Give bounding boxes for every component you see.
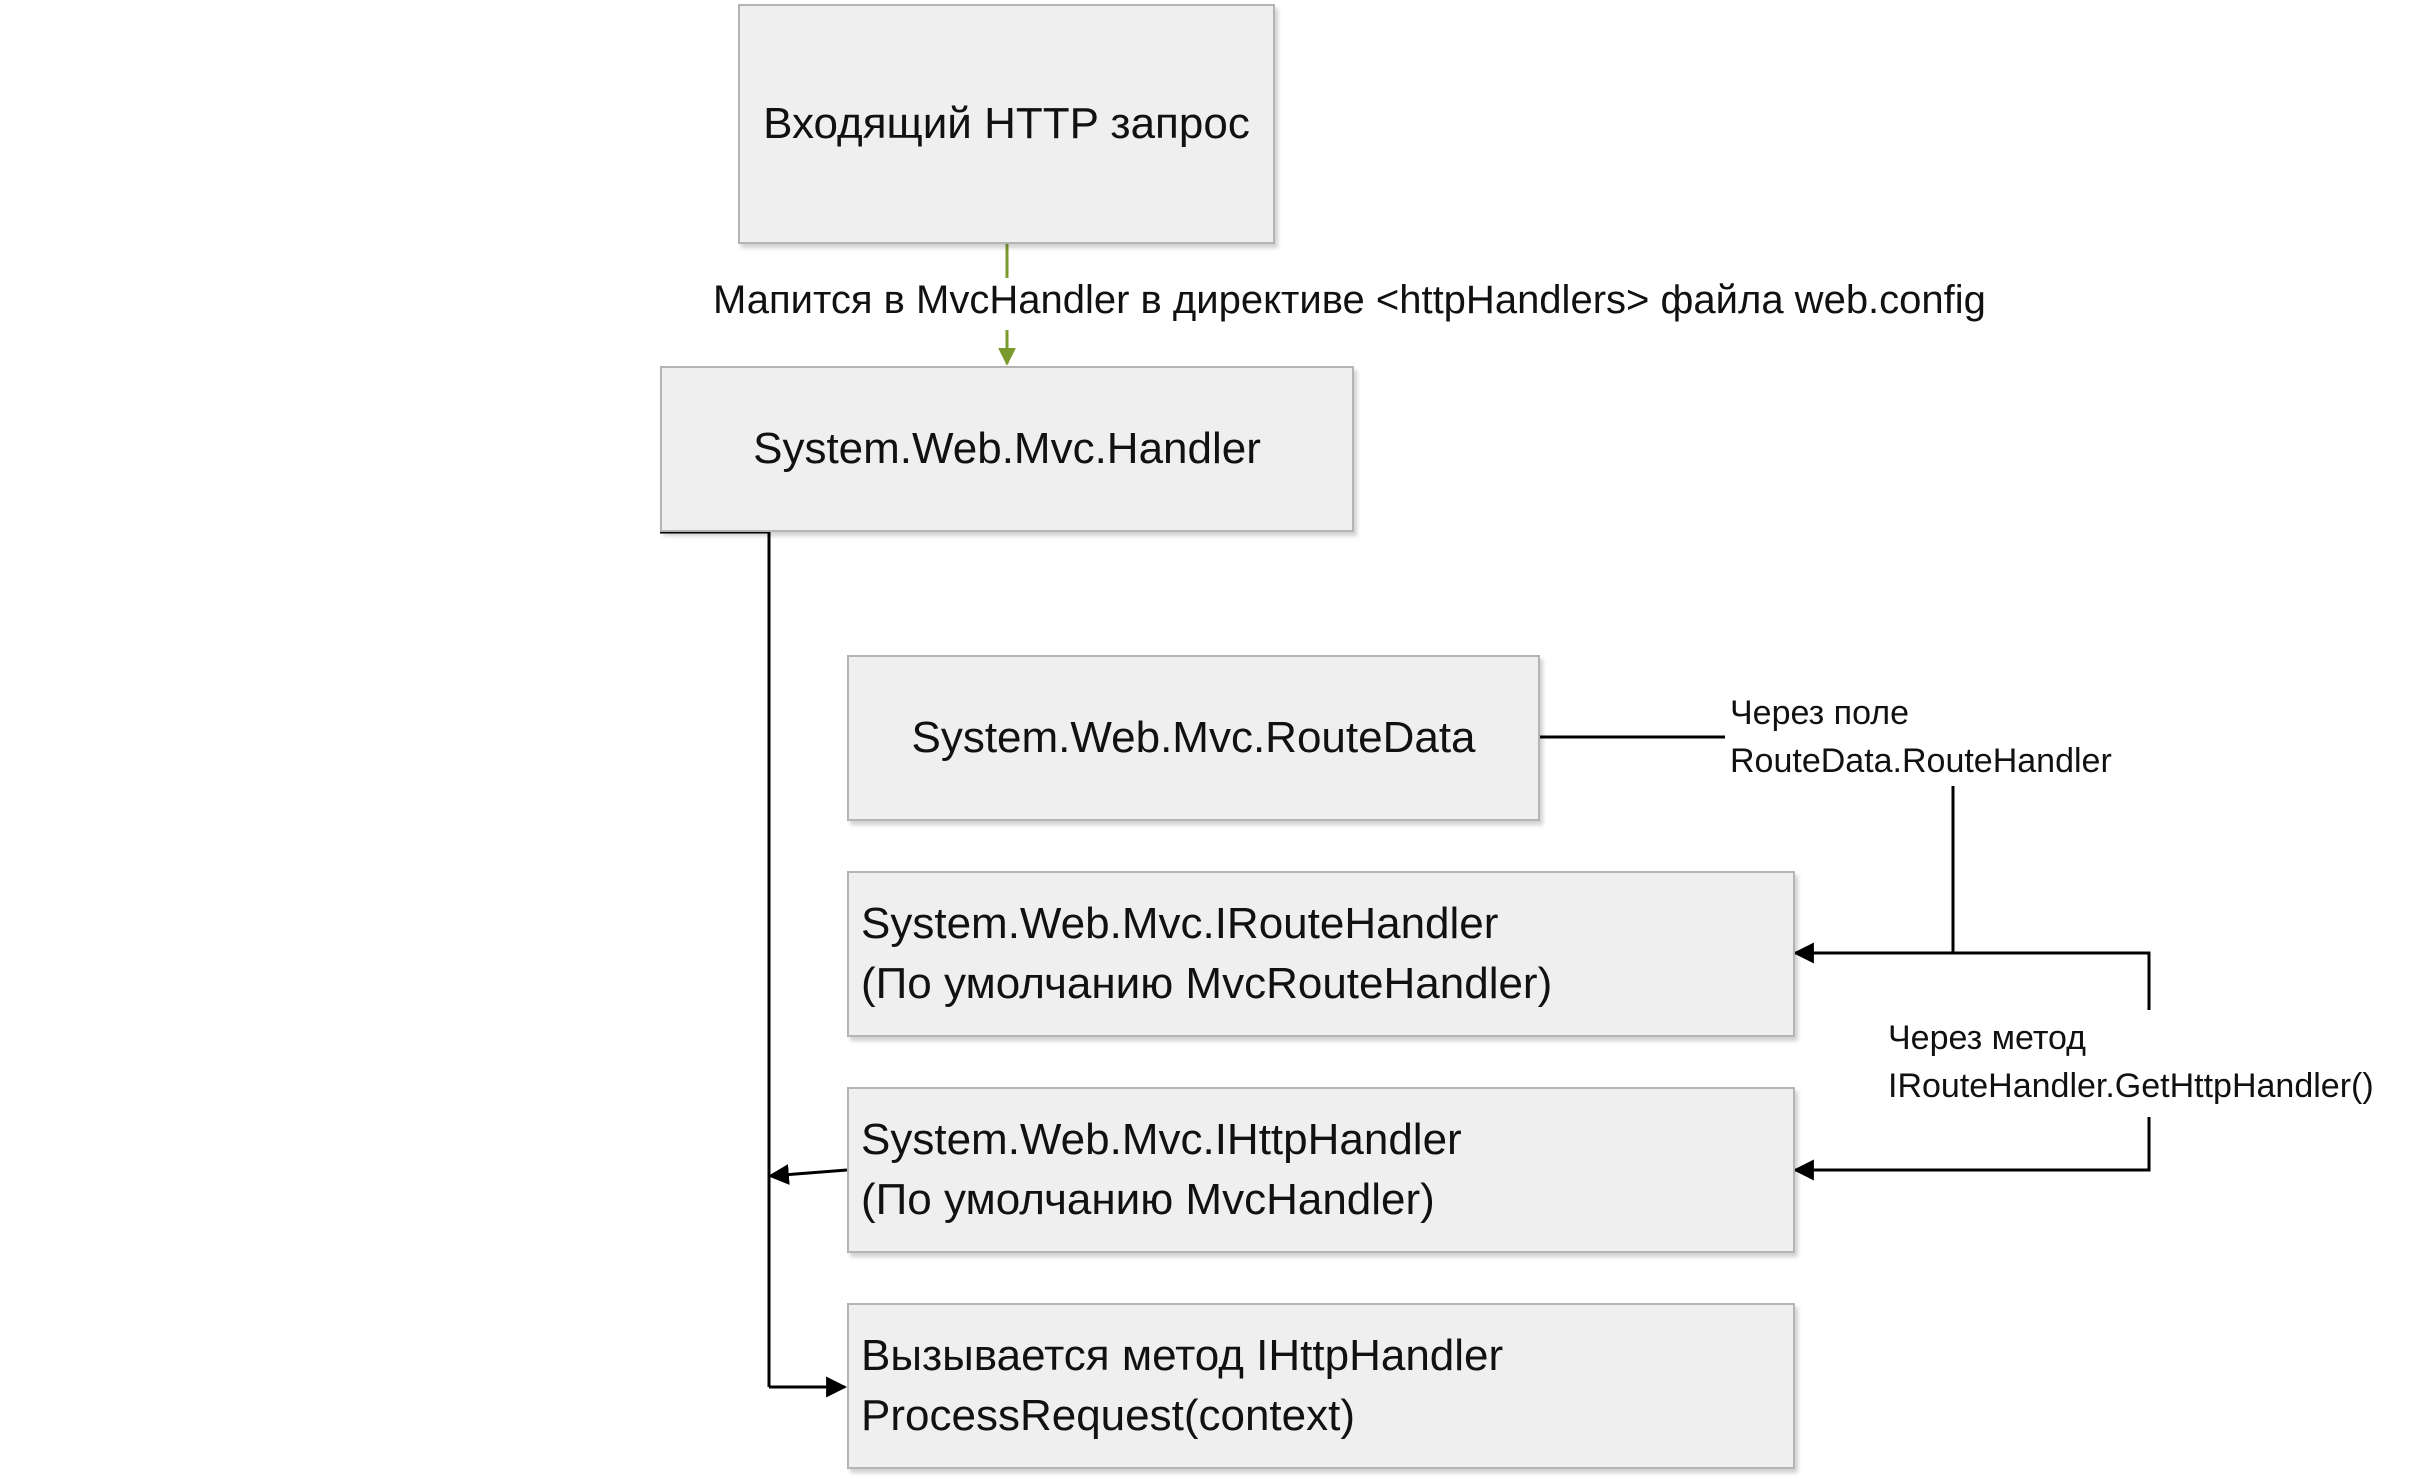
edge-ihttp-to-trunk [767, 1164, 848, 1185]
mvc-handler-text: System.Web.Mvc.Handler [753, 424, 1261, 474]
process-request-box: Вызывается метод IHttpHandler ProcessReq… [847, 1303, 1795, 1469]
ihttp-handler-line-1: System.Web.Mvc.IHttpHandler [861, 1115, 1462, 1165]
process-request-line-2: ProcessRequest(context) [861, 1391, 1355, 1440]
via-field-label: Через поле RouteData.RouteHandler [1730, 690, 2112, 785]
route-data-text: System.Web.Mvc.RouteData [911, 713, 1476, 763]
iroute-handler-box: System.Web.Mvc.IRouteHandler (По умолчан… [847, 871, 1795, 1037]
incoming-request-text: Входящий HTTP запрос [763, 99, 1250, 149]
route-data-box: System.Web.Mvc.RouteData [847, 655, 1540, 821]
via-method-line-2: IRouteHandler.GetHttpHandler() [1888, 1066, 2374, 1105]
via-field-line-1: Через поле [1730, 694, 1909, 732]
incoming-request-box: Входящий HTTP запрос [738, 4, 1275, 244]
iroute-handler-line-1: System.Web.Mvc.IRouteHandler [861, 899, 1499, 949]
maps-to-label: Мапится в MvcHandler в директиве <httpHa… [713, 278, 1986, 322]
process-request-line-1: Вызывается метод IHttpHandler [861, 1331, 1504, 1381]
via-method-line-1: Через метод [1888, 1019, 2087, 1057]
ihttp-handler-line-2: (По умолчанию MvcHandler) [861, 1175, 1435, 1224]
edge-label-to-iroutehandler [1795, 786, 1955, 955]
via-field-line-2: RouteData.RouteHandler [1730, 741, 2112, 780]
ihttp-handler-box: System.Web.Mvc.IHttpHandler (По умолчани… [847, 1087, 1795, 1253]
edge-handler-trunk [660, 530, 771, 1387]
mvc-handler-box: System.Web.Mvc.Handler [660, 366, 1354, 532]
iroute-handler-line-2: (По умолчанию MvcRouteHandler) [861, 959, 1553, 1008]
edge-iroutehandler-to-ihttp [1792, 942, 2151, 1181]
via-method-label: Через метод IRouteHandler.GetHttpHandler… [1888, 1015, 2374, 1110]
